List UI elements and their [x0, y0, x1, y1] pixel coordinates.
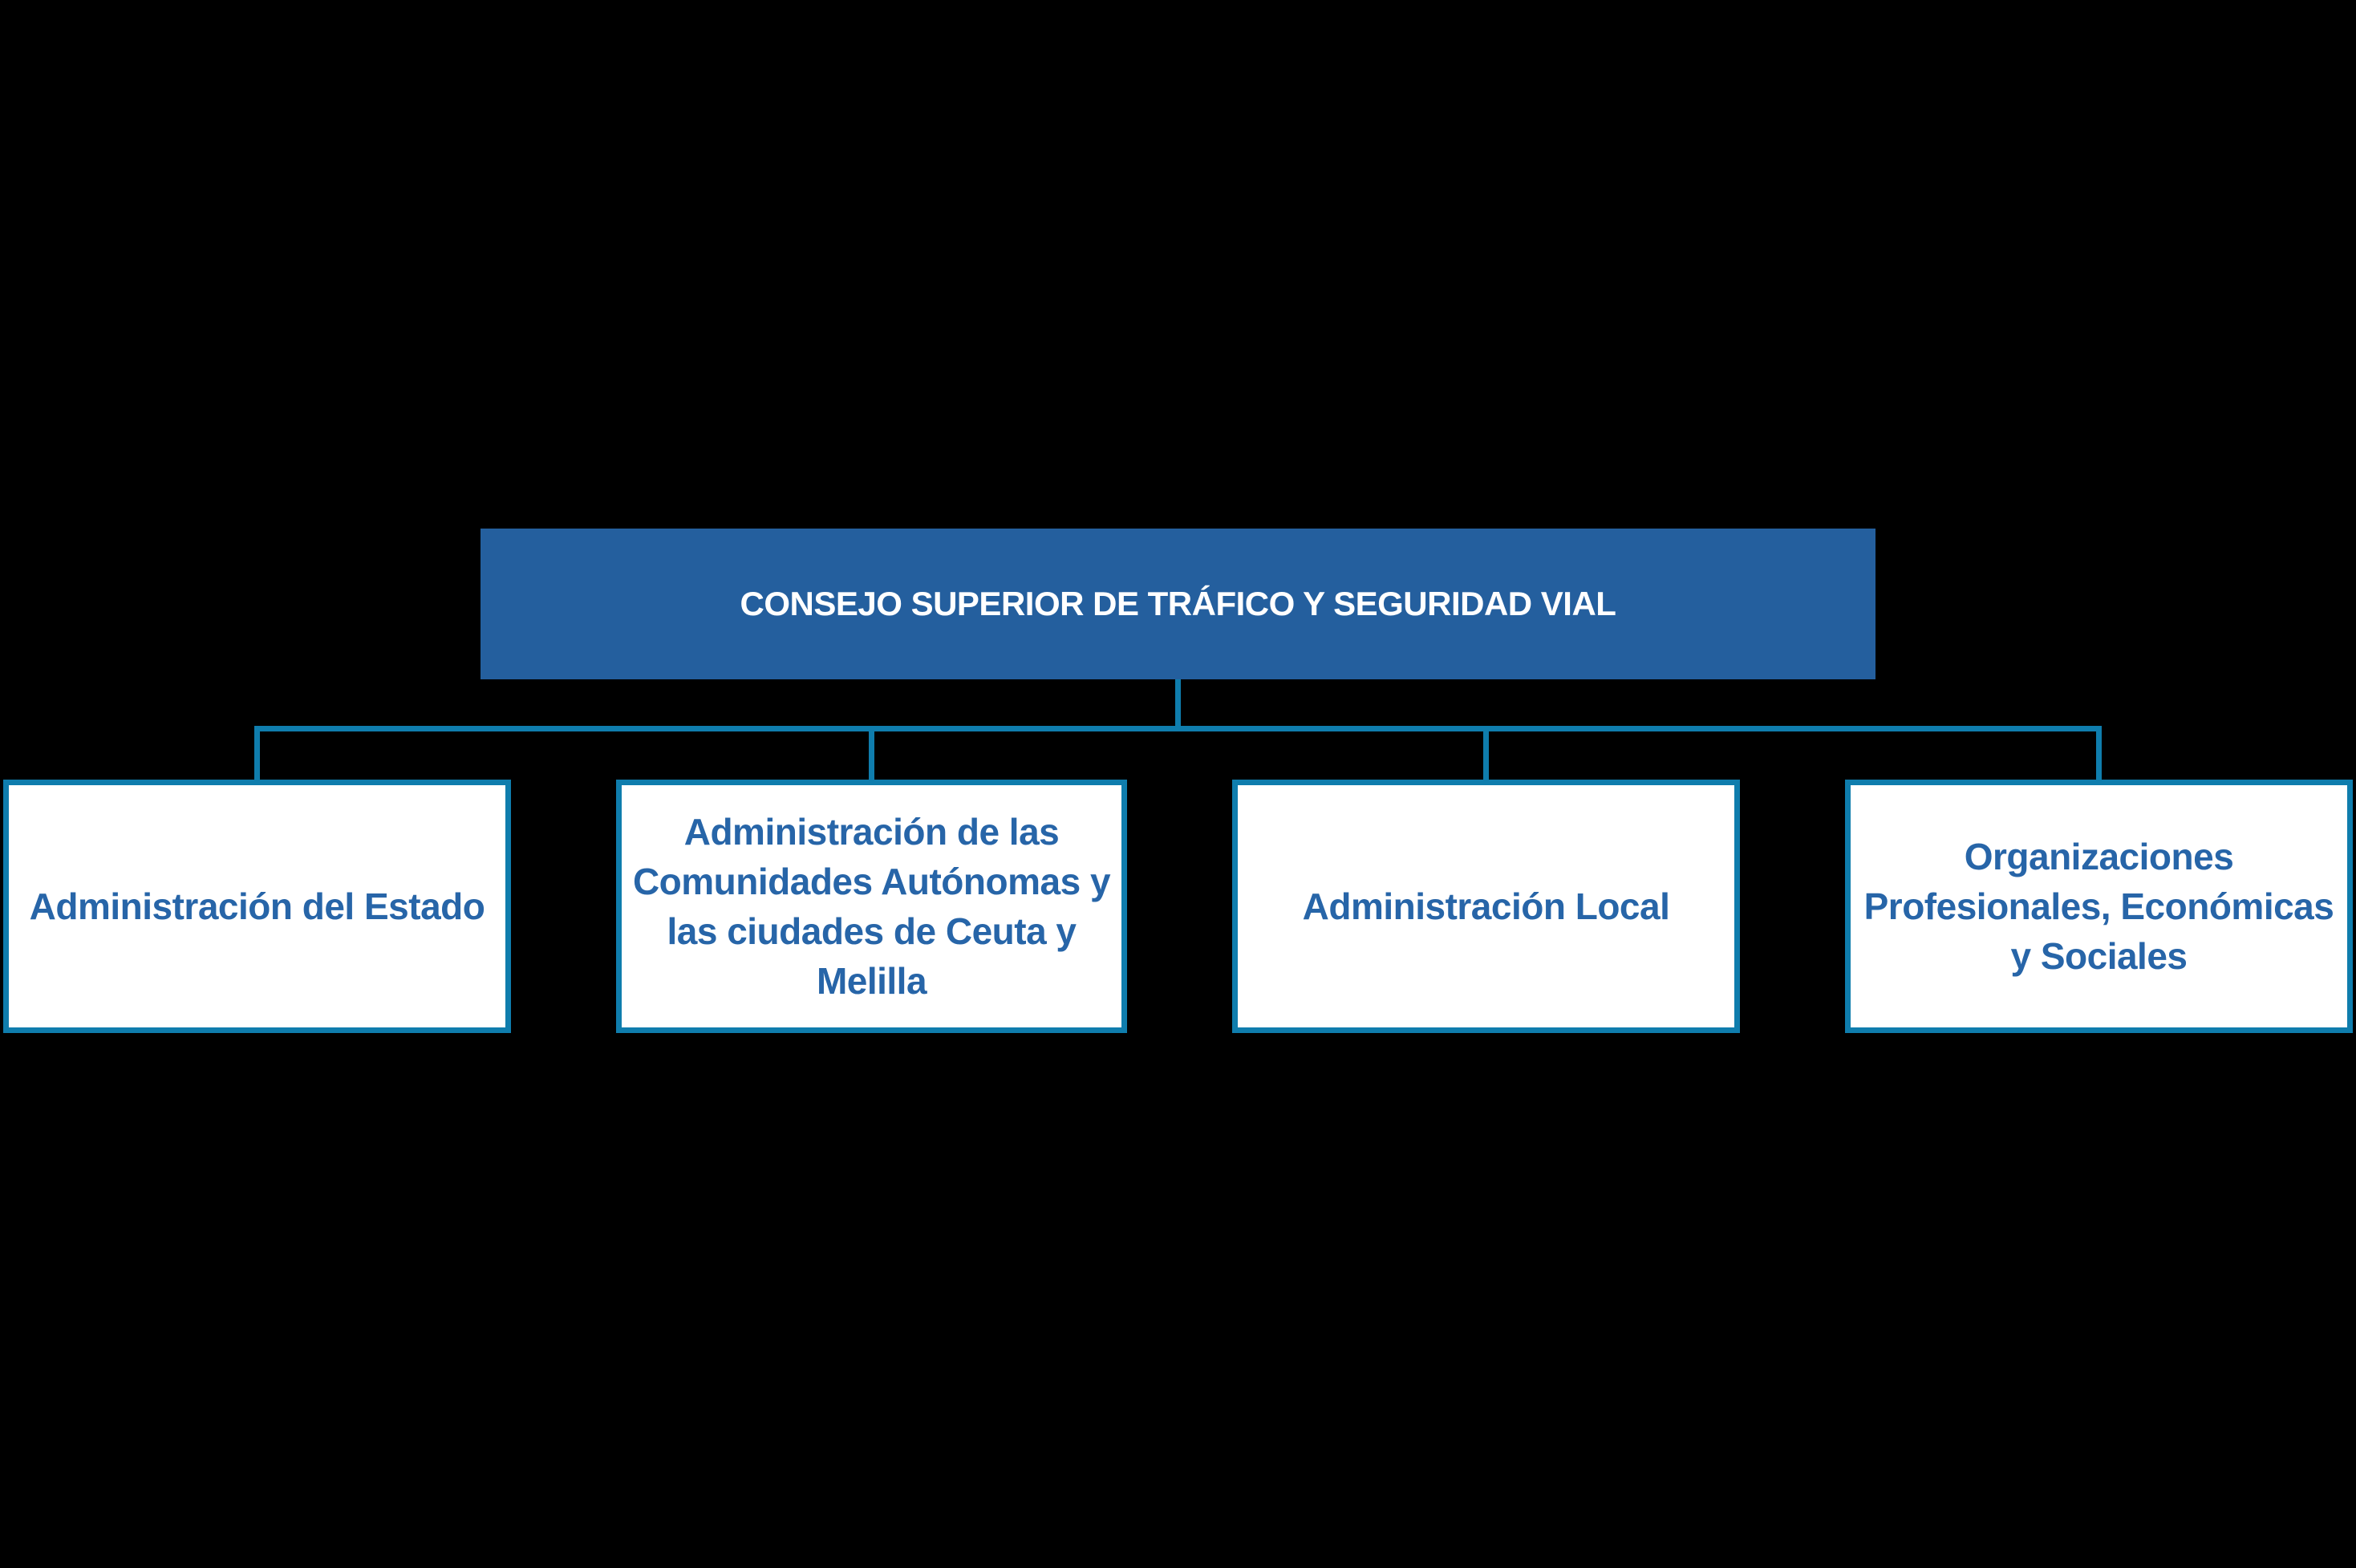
- connector-drop-3: [1483, 726, 1489, 780]
- child-node-label: Administración del Estado: [29, 885, 485, 927]
- child-node-label: Administración de las Comunidades Autóno…: [632, 811, 1111, 1002]
- child-node-label: Organizaciones Profesionales, Económicas…: [1863, 836, 2334, 977]
- child-node-box-comunidades-autonomas: Administración de las Comunidades Autóno…: [616, 780, 1127, 1033]
- connector-drop-1: [254, 726, 260, 780]
- child-node-box-organizaciones: Organizaciones Profesionales, Económicas…: [1845, 780, 2353, 1033]
- connector-stem: [1175, 679, 1181, 731]
- connector-drop-4: [2096, 726, 2102, 780]
- root-node-label: CONSEJO SUPERIOR DE TRÁFICO Y SEGURIDAD …: [740, 585, 1616, 622]
- root-node-box: CONSEJO SUPERIOR DE TRÁFICO Y SEGURIDAD …: [481, 529, 1875, 679]
- connector-rail: [254, 726, 2102, 731]
- child-node-box-administracion-del-estado: Administración del Estado: [3, 780, 511, 1033]
- child-node-label: Administración Local: [1302, 885, 1670, 927]
- connector-drop-2: [869, 726, 874, 780]
- child-node-box-administracion-local: Administración Local: [1232, 780, 1740, 1033]
